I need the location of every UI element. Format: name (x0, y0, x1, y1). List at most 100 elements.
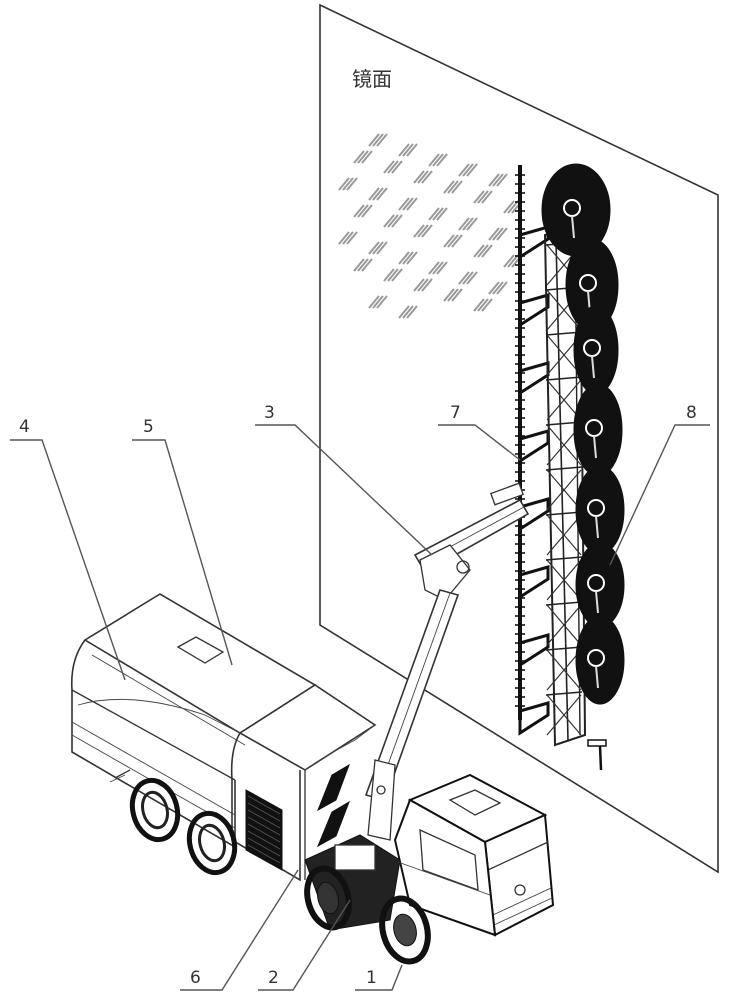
reflection-dash (406, 251, 418, 265)
reflection-dash (458, 217, 470, 231)
rail-bracket (518, 497, 550, 532)
grille-slat (247, 816, 281, 836)
reflection-dash (462, 217, 474, 231)
reflection-dash (353, 204, 365, 218)
mirror-label: 镜面 (352, 67, 392, 91)
reflection-dash (361, 204, 373, 218)
reflection-dash (447, 234, 459, 248)
truss-diagonal (546, 379, 582, 421)
reflection-dash (383, 268, 395, 282)
rail-bracket (518, 633, 550, 668)
callout-5: 5 (143, 417, 154, 437)
reflection-dash (357, 258, 369, 272)
reflection-dash (432, 153, 444, 167)
reflection-dash (488, 227, 500, 241)
truss-diagonal (546, 514, 582, 556)
grille-slat (247, 844, 281, 864)
reflection-dash (402, 251, 414, 265)
brush-shaft (593, 435, 597, 459)
truss-rung (545, 556, 583, 561)
reflection-dash (406, 143, 418, 157)
reflection-dash (387, 214, 399, 228)
reflection-dash (462, 163, 474, 177)
reflection-dash (398, 143, 410, 157)
callout-6: 6 (190, 968, 201, 988)
reflection-dash (406, 305, 418, 319)
reflection-dash (391, 214, 403, 228)
end-fitting-rod (598, 745, 603, 771)
callout-7: 7 (450, 403, 461, 423)
reflection-dash (376, 295, 388, 309)
reflection-dash (376, 133, 388, 147)
boom-arm (364, 482, 530, 841)
reflection-dash (398, 251, 410, 265)
reflection-dash (466, 271, 478, 285)
reflection-dash (481, 190, 493, 204)
reflection-dash (496, 281, 508, 295)
brush-shaft (591, 355, 595, 379)
reflection-dash (368, 187, 380, 201)
brush-shaft (595, 515, 599, 539)
reflection-dash (492, 227, 504, 241)
reflection-dash (432, 261, 444, 275)
reflection-dash (391, 268, 403, 282)
reflection-dash (342, 177, 354, 191)
rail-bracket (518, 225, 550, 260)
truss-rung (545, 646, 583, 651)
reflection-dash (496, 227, 508, 241)
reflection-dash (361, 150, 373, 164)
reflection-dash (496, 173, 508, 187)
reflection-dash (413, 224, 425, 238)
tractor-chassis (304, 834, 401, 931)
reflection-dash (503, 200, 515, 214)
reflection-dash (428, 153, 440, 167)
reflection-dash (383, 160, 395, 174)
brush-disc (573, 305, 619, 395)
brush-disc (575, 542, 625, 628)
callout-1: 1 (366, 968, 377, 988)
truss-diagonal (546, 469, 582, 511)
reflection-dash (346, 231, 358, 245)
reflection-dash (387, 160, 399, 174)
brush-discs (541, 163, 625, 771)
reflection-dash (428, 261, 440, 275)
truss-rung (545, 376, 583, 381)
reflection-dash (368, 241, 380, 255)
reflection-dash (443, 234, 455, 248)
reflection-dash (417, 170, 429, 184)
reflection-dash (402, 197, 414, 211)
reflection-dash (447, 180, 459, 194)
brush-disc (575, 465, 625, 555)
reflection-dash (368, 133, 380, 147)
reflection-dash (451, 288, 463, 302)
callout-3: 3 (264, 403, 275, 423)
reflection-dash (466, 217, 478, 231)
reflection-dash (503, 254, 515, 268)
tank-body (70, 593, 377, 882)
reflection-dash (372, 133, 384, 147)
truss-diagonal (546, 649, 582, 691)
truss-rung (545, 601, 583, 606)
grille-slat (247, 795, 281, 815)
truss-rung (545, 691, 583, 696)
reflection-dash (492, 281, 504, 295)
reflection-dash (421, 224, 433, 238)
reflection-dash (443, 288, 455, 302)
rail-bracket (518, 429, 550, 464)
truss-rung (545, 466, 583, 471)
reflection-dash (368, 295, 380, 309)
reflection-dash (466, 163, 478, 177)
rail-bracket (518, 361, 550, 396)
reflection-dash (391, 160, 403, 174)
grille-slat (247, 809, 281, 829)
reflection-dash (436, 153, 448, 167)
reflection-dash (473, 244, 485, 258)
callout-8: 8 (686, 403, 697, 423)
mirror-reflection-pattern (338, 133, 523, 319)
reflection-dash (462, 271, 474, 285)
tank-wheels (129, 777, 238, 876)
reflection-dash (477, 190, 489, 204)
reflection-dash (413, 278, 425, 292)
grille-slat (247, 830, 281, 850)
